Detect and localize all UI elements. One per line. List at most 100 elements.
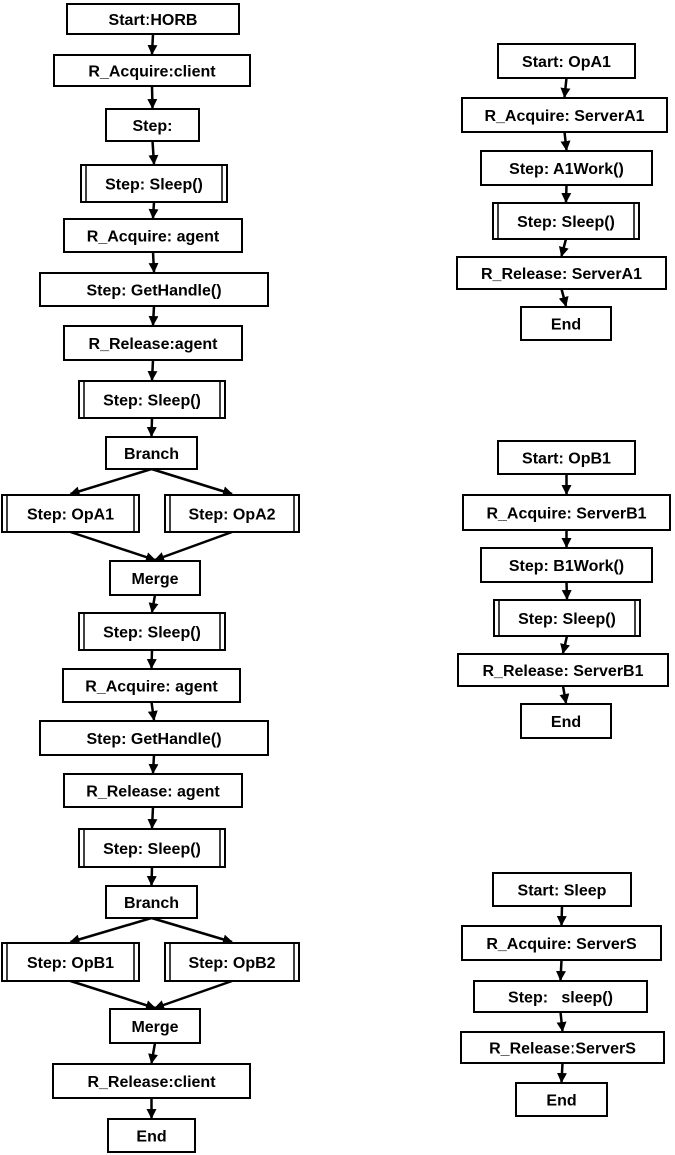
edge-s2-s3 bbox=[555, 959, 566, 981]
node-r-release-agent: R_Release:agent bbox=[63, 325, 243, 361]
node-end: End bbox=[515, 1082, 608, 1117]
node-r-acquire-serverb1: R_Acquire: ServerB1 bbox=[462, 494, 671, 531]
node-step-opb2: Step: OpB2 bbox=[164, 942, 300, 982]
edge-m20-m21 bbox=[154, 979, 233, 1010]
node-label: Step: GetHandle() bbox=[86, 283, 221, 300]
edge-m5-m6 bbox=[148, 251, 159, 273]
edge-m17-m18 bbox=[146, 866, 157, 886]
node-label: Start: OpB1 bbox=[522, 451, 611, 468]
node-label: Step: Sleep() bbox=[103, 393, 201, 410]
node-box bbox=[52, 1063, 251, 1099]
edge-m19-m21 bbox=[70, 979, 156, 1011]
node-step-gethandle: Step: GetHandle() bbox=[39, 720, 269, 756]
node-label: R_Release:agent bbox=[89, 336, 219, 353]
node-start-sleep: Start: Sleep bbox=[492, 872, 632, 907]
node-label: Branch bbox=[124, 446, 179, 463]
edge-m7-m8 bbox=[147, 359, 158, 381]
node-box bbox=[497, 440, 636, 475]
node-box bbox=[78, 380, 226, 419]
node-label: Branch bbox=[124, 895, 179, 912]
node-box bbox=[39, 720, 269, 756]
node-r-acquire-agent: R_Acquire: agent bbox=[63, 218, 243, 253]
node-merge: Merge bbox=[109, 560, 201, 596]
node-label: R_Acquire: ServerA1 bbox=[484, 108, 644, 125]
node-r-acquire-servera1: R_Acquire: ServerA1 bbox=[461, 97, 668, 133]
node-step-sleep: Step: sleep() bbox=[473, 980, 648, 1013]
edge-b4-b5 bbox=[560, 635, 570, 654]
node-box bbox=[80, 164, 228, 203]
edge-m14-m15 bbox=[147, 701, 158, 721]
node-end: End bbox=[107, 1118, 196, 1153]
edge-m2-m3 bbox=[147, 85, 158, 109]
node-label: Step: Sleep() bbox=[518, 611, 616, 628]
node-box bbox=[63, 773, 243, 808]
node-label: Step: Sleep() bbox=[103, 841, 201, 858]
node-box bbox=[457, 653, 669, 687]
node-box bbox=[492, 872, 632, 907]
node-label: Step: OpB2 bbox=[188, 955, 275, 972]
node-step-sleep: Step: Sleep() bbox=[78, 380, 226, 419]
edge-a5-a6 bbox=[558, 288, 569, 307]
edge-m8-m9 bbox=[146, 417, 157, 437]
node-box bbox=[473, 980, 648, 1013]
node-start-opb1: Start: OpB1 bbox=[497, 440, 636, 475]
node-box bbox=[105, 108, 200, 142]
edge-a1-a2 bbox=[560, 77, 571, 98]
node-start-opa1: Start: OpA1 bbox=[497, 43, 636, 79]
node-label: Step: OpA1 bbox=[27, 507, 114, 524]
node-label: StartːHORB bbox=[109, 12, 198, 29]
node-step-sleep: Step: Sleep() bbox=[493, 599, 641, 637]
node-box bbox=[492, 202, 640, 240]
node-step-b1work: Step: B1Work() bbox=[480, 547, 653, 583]
node-label: Merge bbox=[131, 571, 178, 588]
node-box bbox=[53, 54, 251, 87]
edge-m9-m10 bbox=[69, 467, 152, 497]
node-box bbox=[78, 828, 226, 868]
node-box bbox=[480, 150, 653, 186]
edge-a2-a3 bbox=[560, 131, 571, 151]
node-box bbox=[1, 942, 140, 982]
node-box bbox=[63, 325, 243, 361]
node-box bbox=[107, 1118, 196, 1153]
node-end: End bbox=[520, 306, 612, 341]
edge-b5-b6 bbox=[559, 685, 570, 704]
node-box bbox=[39, 272, 269, 307]
node-label: End bbox=[551, 714, 581, 731]
node-step-a1work: Step: A1Work() bbox=[480, 150, 653, 186]
node-label: Start: Sleep bbox=[518, 883, 607, 900]
node-box bbox=[497, 43, 636, 79]
node-r-release-servers: R_ReleaseːServerS bbox=[460, 1031, 665, 1064]
node-label: R_Acquire: agent bbox=[87, 229, 220, 246]
node-end: End bbox=[520, 703, 612, 739]
edge-s1-s2 bbox=[556, 905, 567, 926]
node-r-acquire-agent: R_Acquire: agent bbox=[62, 668, 241, 703]
node-box bbox=[63, 218, 243, 253]
node-label: R_Release: ServerB1 bbox=[483, 663, 644, 680]
node-label: Step: OpA2 bbox=[188, 507, 275, 524]
edge-m9-m11 bbox=[151, 467, 233, 497]
node-step-opb1: Step: OpB1 bbox=[1, 942, 140, 982]
node-label: End bbox=[136, 1129, 166, 1146]
node-box bbox=[105, 436, 198, 470]
node-box bbox=[515, 1082, 608, 1117]
node-r-release-client: R_Release:client bbox=[52, 1063, 251, 1099]
node-box bbox=[105, 885, 198, 919]
node-box bbox=[461, 925, 662, 961]
edges-layer bbox=[69, 33, 572, 1119]
node-box bbox=[520, 306, 612, 341]
node-label: R_Acquire: ServerS bbox=[486, 936, 637, 953]
node-box bbox=[480, 547, 653, 583]
node-start-horb: StartːHORB bbox=[66, 3, 240, 35]
node-box bbox=[462, 494, 671, 531]
node-branch: Branch bbox=[105, 885, 198, 919]
node-label: Step: bbox=[133, 118, 173, 135]
edge-m4-m5 bbox=[148, 201, 159, 219]
edge-b3-b4 bbox=[561, 581, 572, 600]
node-r-acquire-client: R_Acquire:client bbox=[53, 54, 251, 87]
node-label: R_Release: ServerA1 bbox=[481, 266, 642, 283]
node-step: Step: bbox=[105, 108, 200, 142]
node-label: Step: A1Work() bbox=[509, 161, 624, 178]
edge-m12-m13 bbox=[148, 594, 159, 613]
